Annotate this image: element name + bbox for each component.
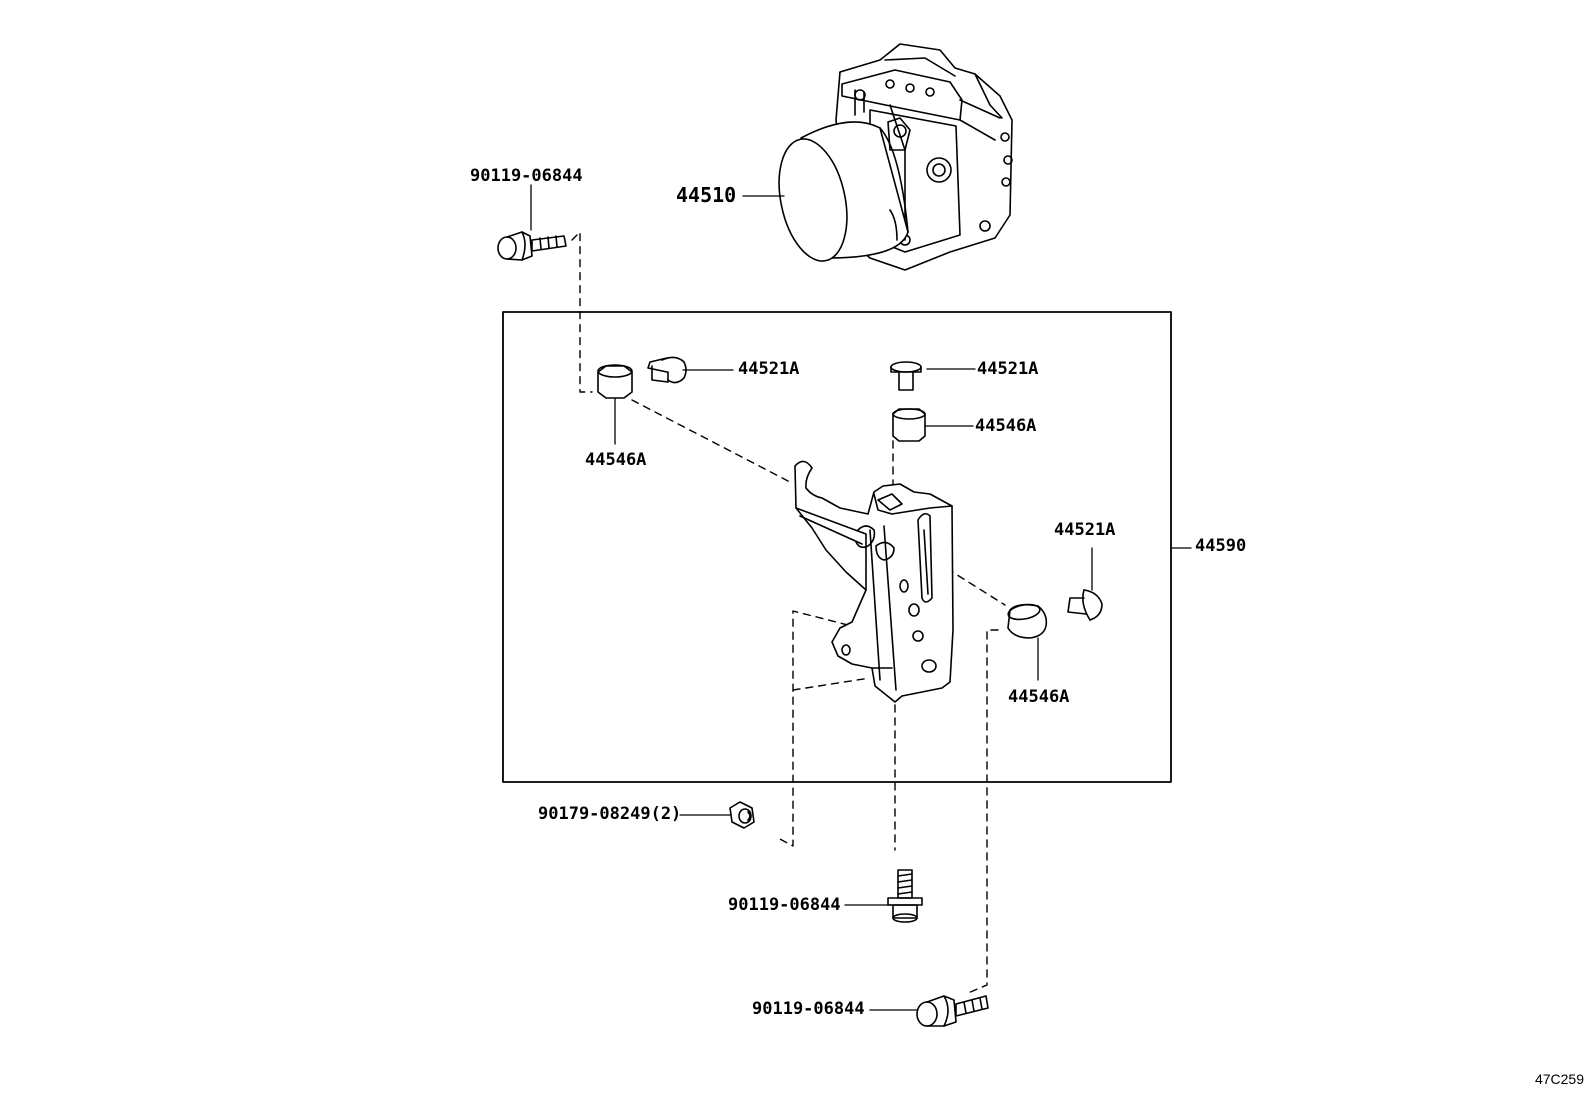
label-collar-top-right: 44546A: [975, 416, 1037, 436]
bolt-bottom-center-drawing: [887, 869, 923, 923]
label-bolt-bottom-center: 90119-06844: [728, 895, 841, 915]
label-bushing-top-right: 44521A: [977, 359, 1039, 379]
label-collar-left: 44546A: [585, 450, 647, 470]
label-collar-right: 44546A: [1008, 687, 1070, 707]
label-actuator: 44510: [676, 183, 737, 207]
label-leaders: [530, 184, 1192, 1011]
nut-drawing: [729, 801, 755, 829]
bushing-right-drawing: [1067, 589, 1103, 621]
collar-top-right-drawing: [892, 408, 926, 442]
bolt-top-left-drawing: [497, 231, 567, 261]
bracket-drawing: [794, 460, 954, 703]
label-bushing-right: 44521A: [1054, 520, 1116, 540]
bushing-top-right-drawing: [890, 361, 922, 391]
assembly-frame: [502, 311, 1172, 783]
label-bracket-assembly: 44590: [1195, 536, 1247, 556]
label-nut: 90179-08249(2): [538, 804, 682, 824]
collar-right-drawing: [1007, 603, 1048, 639]
collar-left-drawing: [597, 364, 633, 399]
drawing-code: 47C259: [1534, 1071, 1584, 1087]
bolt-bottom-drawing: [916, 995, 989, 1027]
label-bushing-top-left: 44521A: [738, 359, 800, 379]
bushing-top-left-drawing: [647, 356, 687, 384]
actuator-drawing: [778, 43, 1013, 271]
label-bolt-top-left: 90119-06844: [470, 166, 583, 186]
label-bolt-bottom: 90119-06844: [752, 999, 865, 1019]
